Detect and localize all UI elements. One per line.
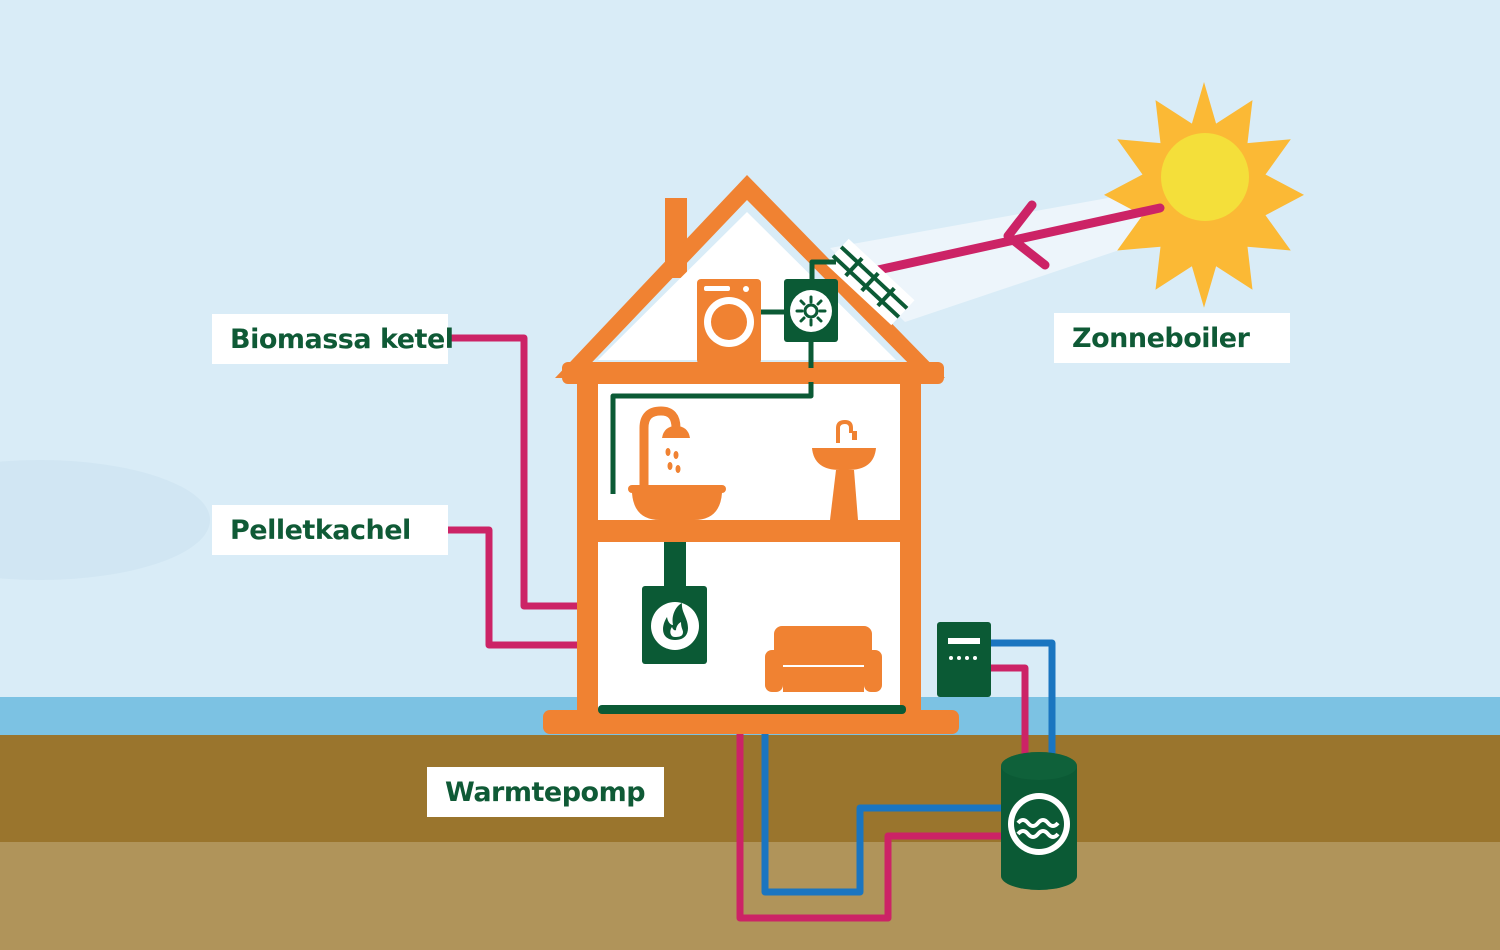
ground-loop-cold-pipe (761, 716, 1005, 896)
solar-radiation-arrow (873, 200, 1165, 275)
house-left-wall (577, 384, 598, 710)
first-floor (577, 520, 921, 542)
ground-loop-pipes (736, 639, 1056, 922)
washing-machine-icon (697, 279, 761, 364)
house-right-wall (900, 384, 921, 710)
label-pelletkachel: Pelletkachel (212, 505, 448, 555)
ground-loop-hot-pipe (736, 716, 1005, 922)
sun-icon (1104, 82, 1304, 308)
solar-boiler-unit-icon (784, 279, 838, 342)
tank-to-controller-hot-pipe (990, 664, 1029, 760)
cloud-haze (0, 460, 210, 580)
foundation (543, 710, 959, 734)
heat-pump-controller-icon (937, 622, 991, 697)
roof (555, 175, 945, 378)
earth-bottom-layer (0, 842, 1500, 950)
sofa-icon (765, 626, 882, 692)
earth-top-layer (0, 735, 1500, 842)
shower-bath-icon (628, 406, 726, 520)
floor-heating-bar (598, 705, 906, 714)
label-zonneboiler: Zonneboiler (1054, 313, 1290, 363)
water-tank-icon (1001, 752, 1077, 890)
label-warmtepomp: Warmtepomp (427, 767, 664, 817)
pellet-pipe (448, 526, 642, 649)
stove-flame-icon (642, 542, 707, 664)
label-biomassa-ketel: Biomassa ketel (212, 314, 454, 364)
tank-to-controller-cold-pipe (990, 639, 1056, 760)
solar-panel-icon (825, 238, 915, 326)
sink-icon (812, 419, 876, 520)
